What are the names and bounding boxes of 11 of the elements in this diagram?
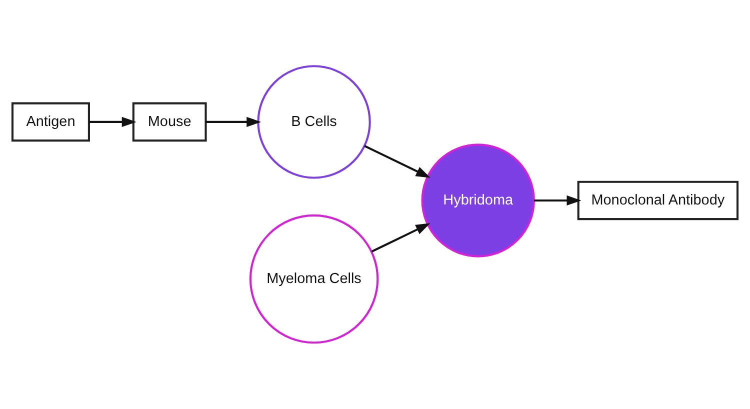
node-box: Antigen	[11, 102, 90, 142]
node-box: Mouse	[132, 102, 207, 142]
arrow	[364, 145, 430, 178]
arrow	[534, 195, 582, 206]
node-circle: B Cells	[257, 65, 371, 179]
node-circle: Myeloma Cells	[249, 214, 379, 344]
arrow	[89, 116, 136, 128]
arrow	[206, 116, 262, 128]
arrow	[371, 223, 430, 252]
node-box: Monoclonal Antibody	[577, 180, 739, 220]
node-circle: Hybridoma	[421, 144, 535, 258]
